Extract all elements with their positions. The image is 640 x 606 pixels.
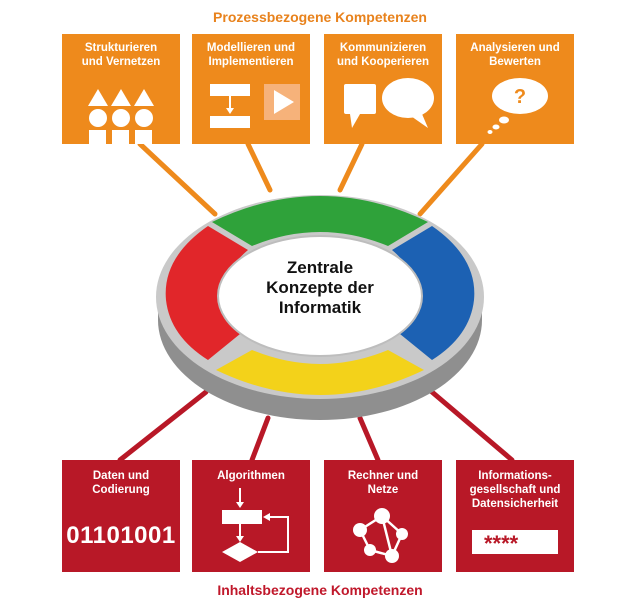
competency-informationsgesellschaft: Informations- gesellschaft und Datensich… (456, 460, 574, 572)
ring-segment-yellow (216, 350, 424, 395)
top-heading: Prozessbezogene Kompetenzen (213, 9, 427, 25)
competency-label: Strukturieren und Vernetzen (81, 42, 161, 68)
process-connectors (137, 141, 485, 217)
binary-icon: 01101001 (66, 522, 176, 549)
competency-label: Modellieren und Implementieren (206, 42, 296, 68)
competency-strukturieren: Strukturieren und Vernetzen (62, 34, 180, 144)
question-mark: ? (514, 86, 526, 108)
ring-segment-red (165, 226, 248, 360)
competency-rechner: Rechner und Netze (324, 460, 442, 572)
flowchart-icon (222, 488, 289, 562)
competency-label: Kommunizieren und Kooperieren (336, 42, 429, 68)
competency-analysieren: Analysieren und Bewerten ? (456, 34, 574, 144)
bottom-heading: Inhaltsbezogene Kompetenzen (217, 582, 423, 598)
competency-daten: Daten und Codierung 01101001 (62, 460, 180, 572)
speech-bubbles-icon (344, 78, 434, 128)
password-mask: **** (484, 531, 519, 556)
flowchart-play-icon (210, 84, 300, 128)
thought-bubble-icon: ? (487, 78, 548, 134)
competency-label: Rechner und Netze (347, 470, 419, 496)
ring-segments (165, 196, 475, 395)
network-icon (353, 508, 408, 563)
center-label: Zentrale Konzepte der Informatik (266, 258, 374, 317)
ring-segment-green (212, 196, 428, 246)
competency-label: Analysieren und Bewerten (470, 42, 560, 68)
shapes-icon (88, 89, 154, 144)
password-field-icon: **** (472, 530, 558, 556)
competency-label: Daten und Codierung (92, 470, 150, 496)
competency-algorithmen: Algorithmen (192, 460, 310, 572)
competency-modellieren: Modellieren und Implementieren (192, 34, 310, 144)
competency-kommunizieren: Kommunizieren und Kooperieren (324, 34, 442, 144)
ring-center (217, 235, 423, 357)
competency-label: Informations- gesellschaft und Datensich… (469, 470, 561, 510)
content-connectors (117, 389, 515, 463)
competency-label: Algorithmen (217, 470, 285, 482)
ring-segment-blue (392, 226, 475, 360)
